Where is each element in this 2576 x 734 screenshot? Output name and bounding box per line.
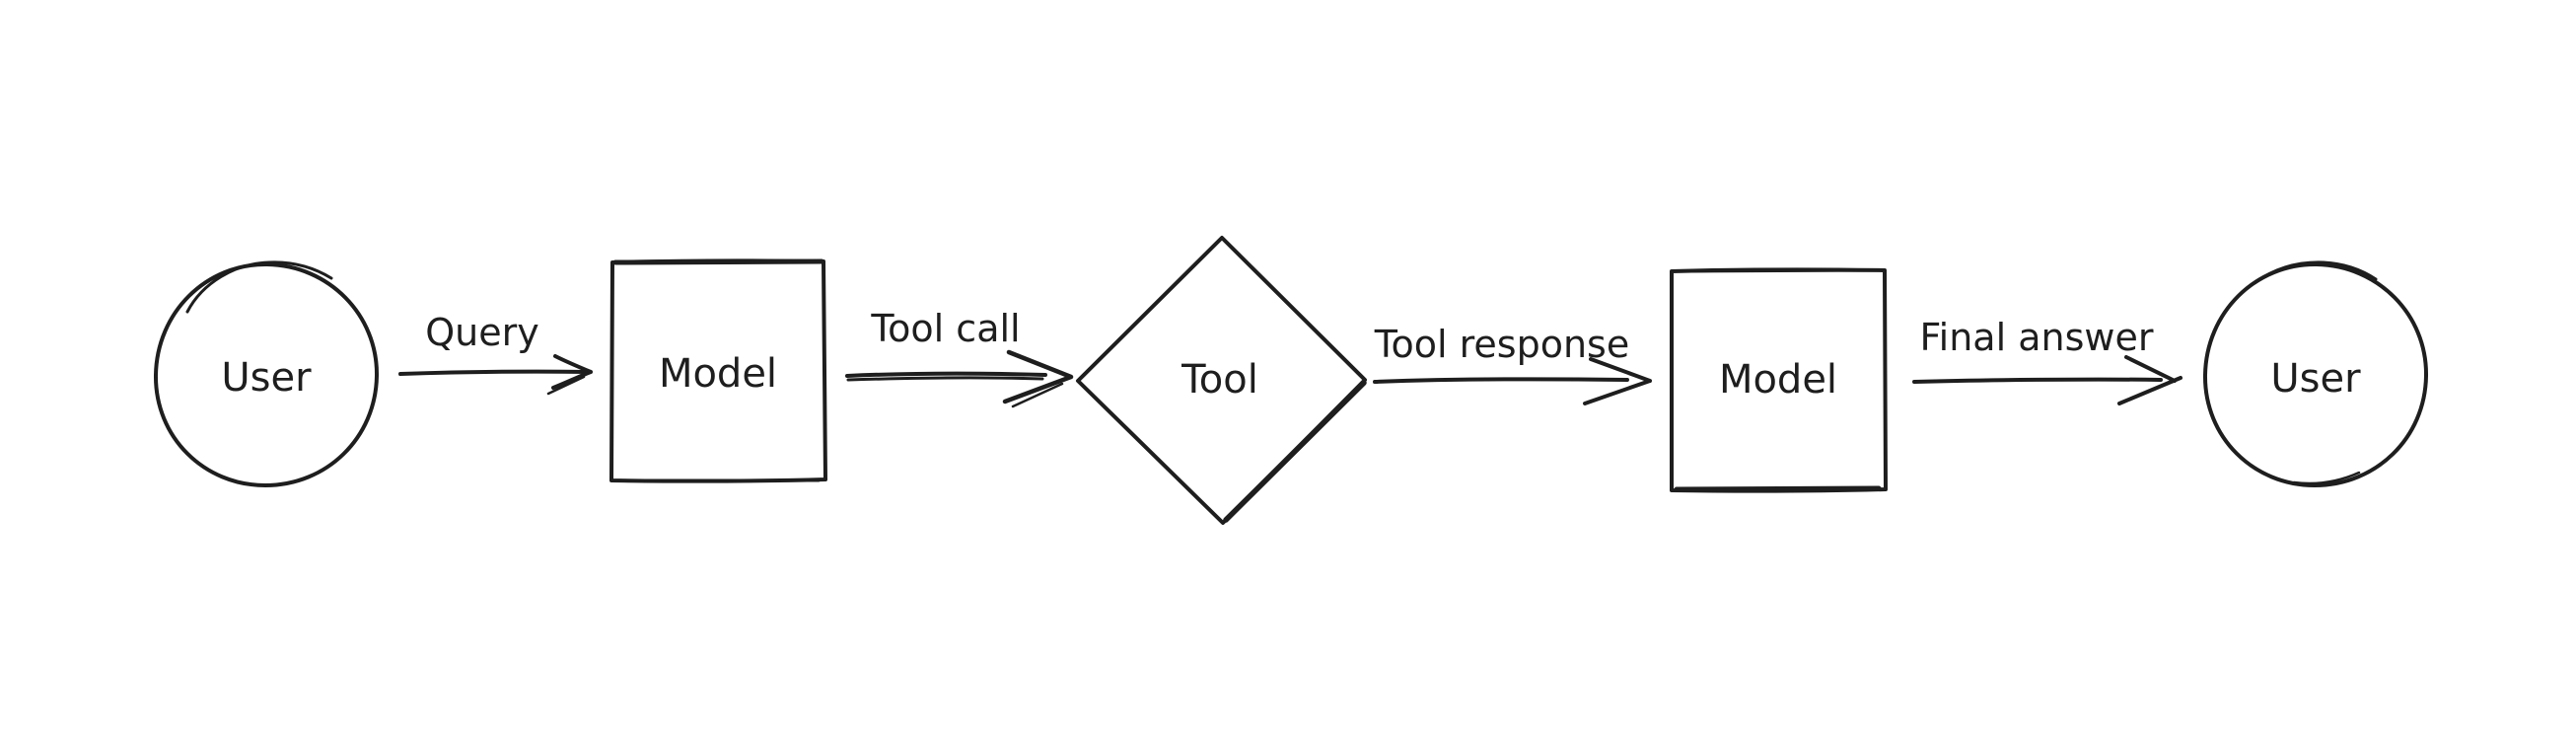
tool-call-arrowhead <box>1002 349 1074 404</box>
user-end-ellipse <box>2202 261 2429 487</box>
edge-label-query: Query <box>425 311 538 354</box>
edge-tool-response: Tool response <box>1373 323 1652 405</box>
user-end-bottom-sketch <box>2292 471 2361 485</box>
tool-call-arrow-line <box>845 371 1047 378</box>
node-user-end: User <box>2202 260 2429 487</box>
tool-diamond <box>1076 236 1367 525</box>
user-start-ellipse <box>153 261 380 487</box>
model-second-bottom-sketch <box>1674 485 1882 492</box>
node-label-tool: Tool <box>1181 357 1258 403</box>
tool-response-arrow-line <box>1373 377 1629 384</box>
node-model-second: Model <box>1669 267 1888 493</box>
tool-call-arrow-line-sketch <box>846 376 1044 382</box>
tool-response-arrowhead <box>1583 357 1652 405</box>
user-start-sketch-stroke <box>185 260 333 314</box>
query-arrow-line <box>398 369 590 376</box>
node-label-user-start: User <box>221 355 312 401</box>
model-second-top-sketch <box>1674 268 1883 273</box>
query-arrowhead-sketch <box>546 375 586 396</box>
node-model-first: Model <box>609 258 827 483</box>
edge-tool-call: Tool call <box>845 307 1074 408</box>
user-end-sketch-stroke <box>2253 260 2378 285</box>
node-label-model-second: Model <box>1719 357 1837 403</box>
edge-label-tool-response: Tool response <box>1374 323 1630 366</box>
final-answer-arrowhead <box>2117 355 2182 405</box>
node-user-start: User <box>153 260 380 487</box>
tool-call-arrowhead-sketch <box>1011 382 1064 408</box>
node-tool: Tool <box>1076 236 1367 525</box>
final-answer-arrow-line <box>1912 377 2163 384</box>
model-first-top-sketch <box>612 258 824 265</box>
node-label-user-end: User <box>2270 356 2361 402</box>
edge-final-answer: Final answer <box>1912 316 2182 405</box>
query-arrowhead <box>551 354 593 390</box>
edge-label-final-answer: Final answer <box>1920 316 2154 359</box>
tool-diamond-sketch <box>1223 380 1367 523</box>
edge-query: Query <box>398 311 593 396</box>
edge-label-tool-call: Tool call <box>870 307 1020 350</box>
node-label-model-first: Model <box>659 351 777 397</box>
